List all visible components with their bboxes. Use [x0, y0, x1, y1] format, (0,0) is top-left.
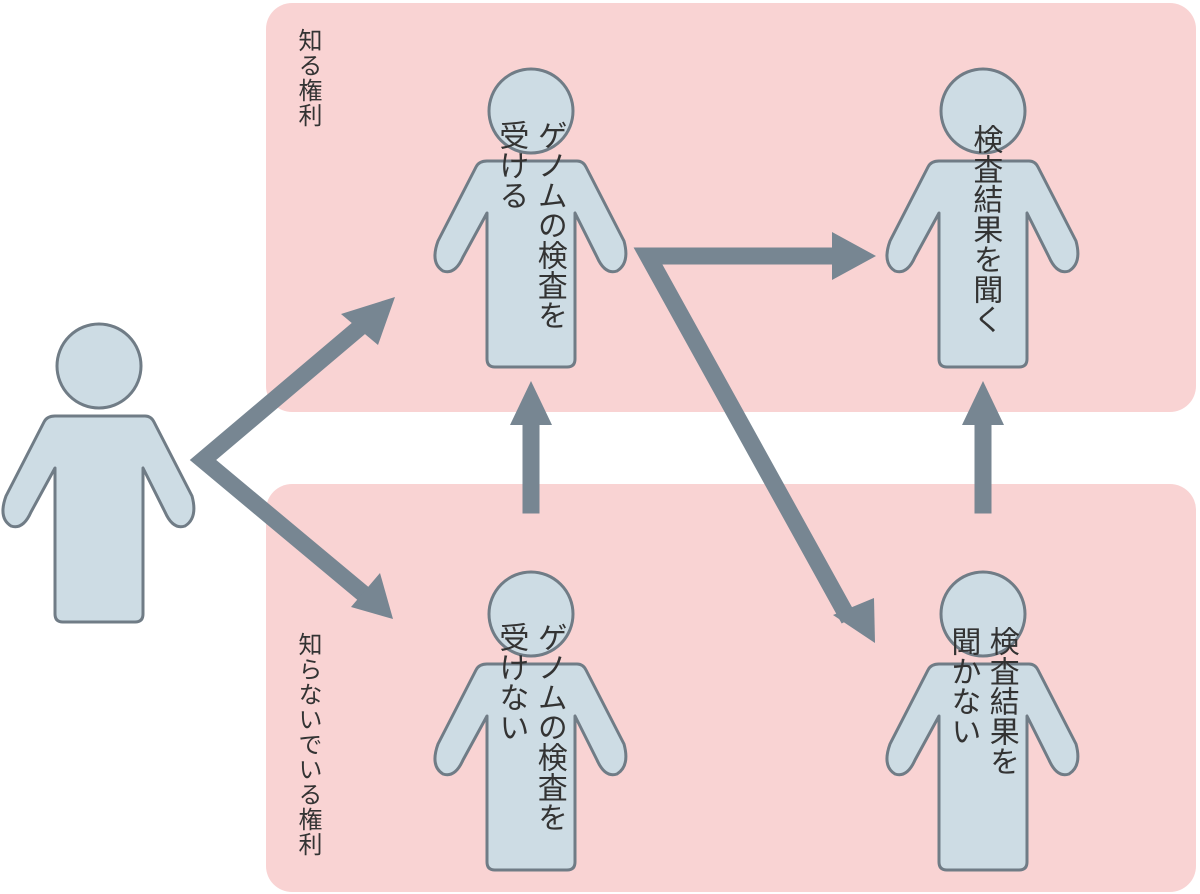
label-take-test: ゲノムの検査を 受ける [493, 120, 567, 330]
arrowhead-to-not-hear [833, 598, 875, 643]
person-start [1, 322, 196, 624]
label-not-hear: 検査結果を 聞かない [945, 626, 1019, 776]
label-hear-results: 検査結果を聞く [967, 124, 1003, 334]
arrowhead-to-take-test [341, 297, 395, 345]
arrow-start-branches [189, 305, 384, 613]
arrowhead-up-hear [962, 381, 1004, 425]
arrow-take-test-branches [633, 247, 857, 624]
region-label-right-to-know: 知る権利 [294, 28, 322, 128]
region-label-right-not-to-know: 知らないでいる権利 [294, 632, 322, 857]
arrowhead-to-no-test [351, 573, 393, 619]
arrowhead-up-take-test [510, 381, 552, 425]
arrowhead-to-hear-results [832, 232, 876, 280]
label-no-test: ゲノムの検査を 受けない [493, 622, 567, 832]
